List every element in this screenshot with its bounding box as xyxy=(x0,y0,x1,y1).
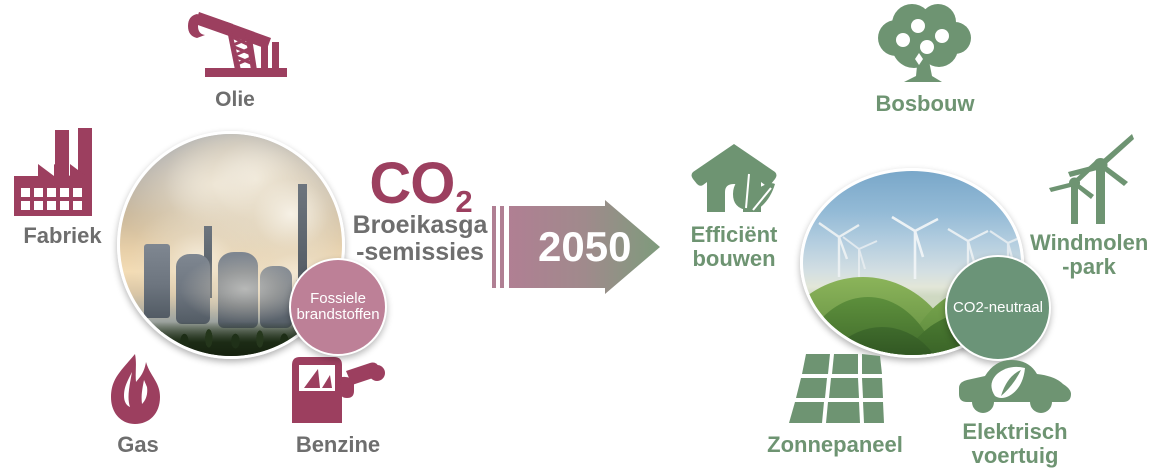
item-gas: Gas xyxy=(88,352,188,457)
item-efficient-bouwen: Efficiënt bouwen xyxy=(674,142,794,271)
item-fabriek-label: Fabriek xyxy=(23,223,102,248)
co2-subscript: 2 xyxy=(455,184,472,219)
item-olie-label: Olie xyxy=(215,88,255,111)
turbine-small xyxy=(891,215,939,279)
tree-icon xyxy=(878,4,971,82)
flame-icon xyxy=(111,354,160,424)
item-efficient-bouwen-label: Efficiënt bouwen xyxy=(690,222,778,271)
turbine-small xyxy=(818,222,860,277)
arrow-year-label: 2050 xyxy=(538,223,632,270)
item-olie: Olie xyxy=(175,4,295,112)
smoke-plume xyxy=(180,254,310,324)
item-zonnepaneel: Zonnepaneel xyxy=(740,352,930,457)
turbine-small xyxy=(842,236,878,283)
badge-fossiele-brandstoffen: Fossiele brandstoffen xyxy=(289,258,387,356)
item-windmolenpark: Windmolen -park xyxy=(1030,132,1148,279)
co2-caption: Broeikasga -semissies xyxy=(352,211,488,266)
eco-house-icon xyxy=(691,144,777,212)
co2-emissions-block: CO2 Broeikasga -semissies xyxy=(352,155,488,266)
transition-arrow-2050: 2050 xyxy=(492,200,660,294)
fuel-pump-icon xyxy=(292,357,385,423)
item-benzine-label: Benzine xyxy=(295,432,381,457)
item-bosbouw-label: Bosbouw xyxy=(875,91,975,116)
item-windmolenpark-label: Windmolen -park xyxy=(1030,230,1149,279)
item-gas-label: Gas xyxy=(117,432,159,457)
badge-co2-neutraal: CO2-neutraal xyxy=(945,255,1051,361)
fossil-photo-circle xyxy=(117,131,345,359)
item-benzine: Benzine xyxy=(278,355,398,457)
chimney xyxy=(298,184,307,302)
electric-car-icon xyxy=(959,360,1071,413)
item-elektrisch-voertuig-label: Elektrisch voertuig xyxy=(962,419,1068,468)
item-elektrisch-voertuig: Elektrisch voertuig xyxy=(930,358,1100,468)
cooling-tower xyxy=(144,244,170,318)
co2-formula: CO2 xyxy=(352,155,488,218)
factory-icon xyxy=(14,126,92,216)
item-bosbouw: Bosbouw xyxy=(845,4,1005,116)
oil-pumpjack-icon xyxy=(188,12,287,77)
solar-panel-icon xyxy=(789,354,884,423)
item-fabriek: Fabriek xyxy=(10,126,115,248)
item-zonnepaneel-label: Zonnepaneel xyxy=(767,432,903,457)
wind-turbine-icon xyxy=(1049,134,1134,224)
arrow-shape xyxy=(492,200,660,294)
co2-formula-text: CO xyxy=(369,151,455,216)
